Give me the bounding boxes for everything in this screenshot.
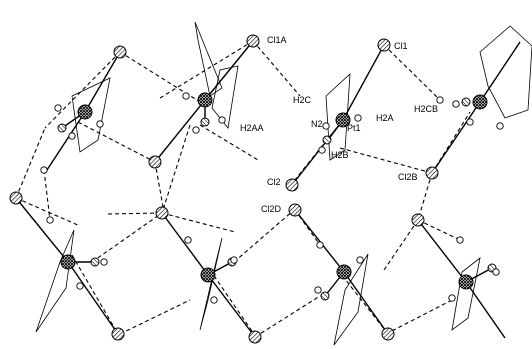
covalent-bonds — [15, 40, 521, 339]
disordered-rings — [35, 21, 532, 346]
platinum-atoms — [60, 92, 488, 290]
label-cl1a: Cl1A — [267, 35, 287, 45]
chlorine-atoms — [9, 34, 439, 344]
label-cl2b: Cl2B — [398, 172, 418, 182]
label-cl2: Cl2 — [267, 177, 281, 187]
label-h2c: H2C — [293, 95, 312, 105]
label-pt1: Pt1 — [347, 123, 361, 133]
atom-labels: Cl1A Cl1 H2C N2 Pt1 H2A H2CB H2AA H2B Cl… — [240, 35, 438, 214]
label-n2: N2 — [311, 119, 323, 129]
label-cl1: Cl1 — [394, 41, 408, 51]
hydrogen-bond-network — [15, 40, 471, 338]
hydrogen-atoms — [40, 92, 504, 304]
label-h2b: H2B — [331, 150, 349, 160]
label-h2aa: H2AA — [240, 123, 264, 133]
label-h2a: H2A — [376, 113, 394, 123]
label-cl2d: Cl2D — [261, 204, 282, 214]
nitrogen-atoms — [57, 97, 497, 301]
label-h2cb: H2CB — [414, 104, 438, 114]
